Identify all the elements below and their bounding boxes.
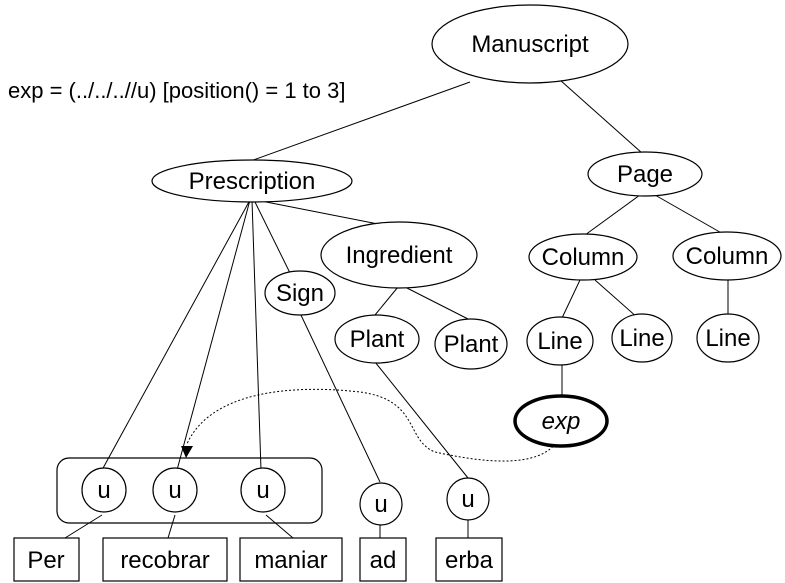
edge-sign-u4 [299,312,381,483]
node-u-5-shape [446,477,490,521]
word-per: Per [13,537,80,582]
node-u-2: u [152,467,198,513]
word-ad-box [359,537,407,582]
word-recobrar: recobrar [102,537,228,582]
edge-ingredient-plant1 [374,286,399,316]
node-plant-2-label: Plant [444,331,499,358]
node-u-4-label: u [374,491,387,518]
node-line-3-label: Line [705,325,750,352]
node-manuscript-shape [431,4,629,84]
node-u-3: u [240,467,286,513]
node-u-3-label: u [256,477,269,504]
node-u-1: u [81,467,127,513]
node-page-shape [587,151,703,197]
node-u-5: u [446,477,490,521]
node-plant-1: Plant [334,314,420,364]
node-prescription: Prescription [151,159,353,203]
node-manuscript: Manuscript [431,4,629,84]
arrow-head-icon [181,446,193,458]
word-ad-label: ad [370,547,397,574]
edge-prescription-ingredient [255,199,379,225]
word-recobrar-box [102,537,228,582]
node-sign-label: Sign [276,280,324,307]
node-column-1-shape [528,233,638,281]
node-plant-1-label: Plant [350,326,405,353]
node-line-2-shape [611,313,673,363]
edge-page-column1 [584,194,641,236]
u-group-box [56,457,323,524]
edge-manuscript-prescription [244,81,471,164]
result-arrow [181,388,559,462]
node-column-2-shape [672,231,782,281]
node-column-2-label: Column [686,243,769,270]
edge-prescription-u1 [101,199,251,471]
edge-u3-maniar [265,514,294,539]
node-u-1-shape [81,467,127,513]
node-plant-2-shape [434,318,508,370]
edge-u2-recobrar [167,514,176,539]
node-line-1-label: Line [537,328,582,355]
edge-manuscript-page [559,79,643,154]
node-plant-2: Plant [434,318,508,370]
node-prescription-shape [151,159,353,203]
word-recobrar-label: recobrar [120,547,209,574]
node-ingredient-label: Ingredient [346,242,453,269]
dotted-curve [186,388,559,462]
node-column-1-label: Column [542,244,625,271]
edge-prescription-sign [253,199,291,274]
node-line-3: Line [696,313,760,363]
node-exp-label: exp [542,408,581,435]
word-per-box [13,537,80,582]
word-ad: ad [359,537,407,582]
node-ingredient: Ingredient [320,221,478,289]
edge-u1-per [64,514,103,539]
node-column-2: Column [672,231,782,281]
edge-prescription-u2 [176,199,251,471]
word-erba-label: erba [445,547,494,574]
node-u-2-label: u [168,477,181,504]
edge-page-column2 [654,194,726,236]
expression-label: exp = (../../..//u) [position() = 1 to 3… [8,78,346,103]
node-exp-shape [513,394,609,448]
word-erba: erba [435,537,503,582]
edge-ingredient-plant2 [404,286,471,321]
node-column-1: Column [528,233,638,281]
tree-edges [64,79,729,539]
node-line-1: Line [526,316,594,366]
word-per-label: Per [27,547,64,574]
node-u-4: u [359,482,403,526]
node-prescription-label: Prescription [189,168,316,195]
node-line-3-shape [696,313,760,363]
node-u-3-shape [240,467,286,513]
node-page-label: Page [617,161,673,188]
word-maniar-label: maniar [254,547,327,574]
node-manuscript-label: Manuscript [471,31,589,58]
node-sign: Sign [264,270,336,316]
node-u-1-label: u [97,477,110,504]
node-plant-1-shape [334,314,420,364]
node-u-4-shape [359,482,403,526]
node-line-1-shape [526,316,594,366]
edge-prescription-u3 [251,199,262,471]
node-line-2: Line [611,313,673,363]
edge-column1-line2 [594,279,639,319]
node-exp: exp [513,394,609,448]
edge-plant1-u5 [374,361,469,479]
edge-column1-line1 [561,279,581,319]
word-maniar-box [239,537,343,582]
node-u-5-label: u [461,486,474,513]
node-sign-shape [264,270,336,316]
node-line-2-label: Line [619,325,664,352]
node-page: Page [587,151,703,197]
node-u-2-shape [152,467,198,513]
word-erba-box [435,537,503,582]
word-maniar: maniar [239,537,343,582]
node-ingredient-shape [320,221,478,289]
